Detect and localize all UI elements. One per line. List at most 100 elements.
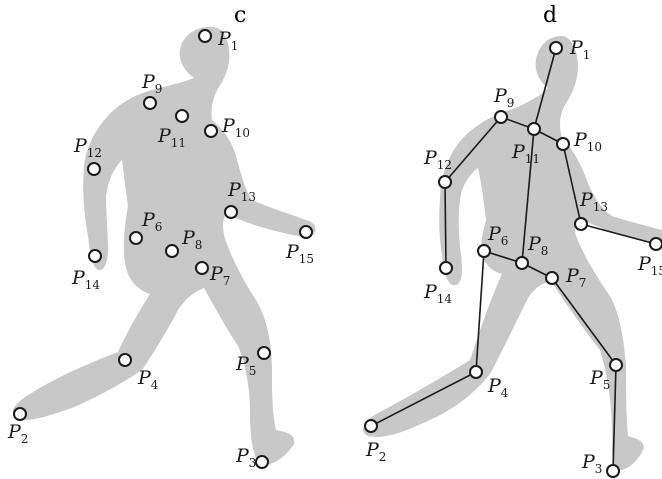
joint-marker <box>119 354 131 366</box>
joint-marker <box>176 110 188 122</box>
joint-label: P13 <box>579 189 608 214</box>
joint-marker <box>557 138 569 150</box>
joint-marker <box>550 42 562 54</box>
joint-label-subscript: 15 <box>651 264 662 278</box>
joint-label-letter: P <box>527 233 542 255</box>
joint-marker <box>516 257 528 269</box>
joint-label-subscript: 5 <box>249 364 257 378</box>
body-silhouette <box>13 27 316 465</box>
joint-label-letter: P <box>209 263 224 285</box>
joint-label-subscript: 8 <box>195 238 203 252</box>
joint-label: P9 <box>141 71 162 96</box>
joint-label-subscript: 13 <box>593 200 608 214</box>
joint-label-subscript: 1 <box>583 48 591 62</box>
joint-label-subscript: 12 <box>87 146 102 160</box>
joint-label-subscript: 9 <box>507 96 515 110</box>
joint-label-letter: P <box>423 147 438 169</box>
joint-marker <box>607 465 619 477</box>
joint-label-subscript: 11 <box>171 136 186 150</box>
joint-label-letter: P <box>487 375 502 397</box>
joint-marker <box>88 163 100 175</box>
joint-marker <box>650 238 662 250</box>
joint-marker <box>225 206 237 218</box>
joint-label: P15 <box>285 241 314 266</box>
joint-marker <box>130 232 142 244</box>
joint-marker <box>166 245 178 257</box>
joint-label: P4 <box>137 367 159 392</box>
joint-label-letter: P <box>157 125 172 147</box>
joint-label: P1 <box>569 37 590 62</box>
joint-label: P14 <box>71 267 100 292</box>
joint-label-subscript: 6 <box>501 234 509 248</box>
joint-label: P4 <box>487 375 509 400</box>
joint-marker <box>439 176 451 188</box>
joint-label-letter: P <box>565 265 580 287</box>
joint-label-subscript: 7 <box>579 276 587 290</box>
joint-label-letter: P <box>7 421 22 443</box>
joint-marker <box>89 250 101 262</box>
joint-label-subscript: 13 <box>241 190 256 204</box>
joint-label: P10 <box>573 129 602 154</box>
joint-label: P10 <box>221 115 250 140</box>
joint-label-letter: P <box>581 451 596 473</box>
joint-label-letter: P <box>235 445 250 467</box>
joint-marker <box>546 272 558 284</box>
joint-marker <box>14 408 26 420</box>
joint-label-subscript: 1 <box>231 39 239 53</box>
joint-marker <box>258 347 270 359</box>
joint-label-letter: P <box>637 253 652 275</box>
joint-label: P12 <box>423 147 452 172</box>
joint-label-letter: P <box>423 281 438 303</box>
joint-label-letter: P <box>589 367 604 389</box>
joint-label-subscript: 10 <box>587 140 602 154</box>
joint-label-subscript: 3 <box>249 456 257 470</box>
joint-label-subscript: 4 <box>151 378 159 392</box>
joint-label-letter: P <box>235 353 250 375</box>
joint-label-subscript: 5 <box>603 378 611 392</box>
joint-label-letter: P <box>217 28 232 50</box>
joint-label-subscript: 10 <box>235 126 250 140</box>
joint-label-letter: P <box>227 179 242 201</box>
joint-label-letter: P <box>487 223 502 245</box>
joint-label-letter: P <box>579 189 594 211</box>
joint-label-subscript: 4 <box>501 386 509 400</box>
joint-label: P2 <box>7 421 28 446</box>
joint-marker <box>365 420 377 432</box>
joint-marker <box>528 123 540 135</box>
joint-label: P14 <box>423 281 452 306</box>
joint-label-subscript: 9 <box>155 82 163 96</box>
joint-marker <box>495 111 507 123</box>
joint-marker <box>205 125 217 137</box>
joint-marker <box>199 30 211 42</box>
joint-label-letter: P <box>511 141 526 163</box>
joint-label-subscript: 3 <box>595 462 603 476</box>
joint-label-letter: P <box>365 439 380 461</box>
joint-marker <box>610 359 622 371</box>
joint-label-subscript: 11 <box>525 152 540 166</box>
joint-label-letter: P <box>137 367 152 389</box>
joint-label-subscript: 15 <box>299 252 314 266</box>
joint-label-subscript: 14 <box>85 278 101 292</box>
joint-label-subscript: 14 <box>437 292 453 306</box>
joint-label-letter: P <box>221 115 236 137</box>
joint-label-letter: P <box>141 209 156 231</box>
joint-marker <box>478 245 490 257</box>
panel-d-letter: d <box>543 3 557 28</box>
joint-label: P2 <box>365 439 386 464</box>
joint-label: P9 <box>493 85 514 110</box>
joint-label-subscript: 12 <box>437 158 452 172</box>
joint-marker <box>575 218 587 230</box>
joint-label: P15 <box>637 253 662 278</box>
joint-label-subscript: 2 <box>21 432 29 446</box>
joint-marker <box>256 456 268 468</box>
joint-label-letter: P <box>141 71 156 93</box>
joint-marker <box>440 262 452 274</box>
skeleton-bone <box>445 182 446 268</box>
joint-label-letter: P <box>493 85 508 107</box>
joint-label-letter: P <box>569 37 584 59</box>
joint-marker <box>470 366 482 378</box>
joint-marker <box>196 262 208 274</box>
